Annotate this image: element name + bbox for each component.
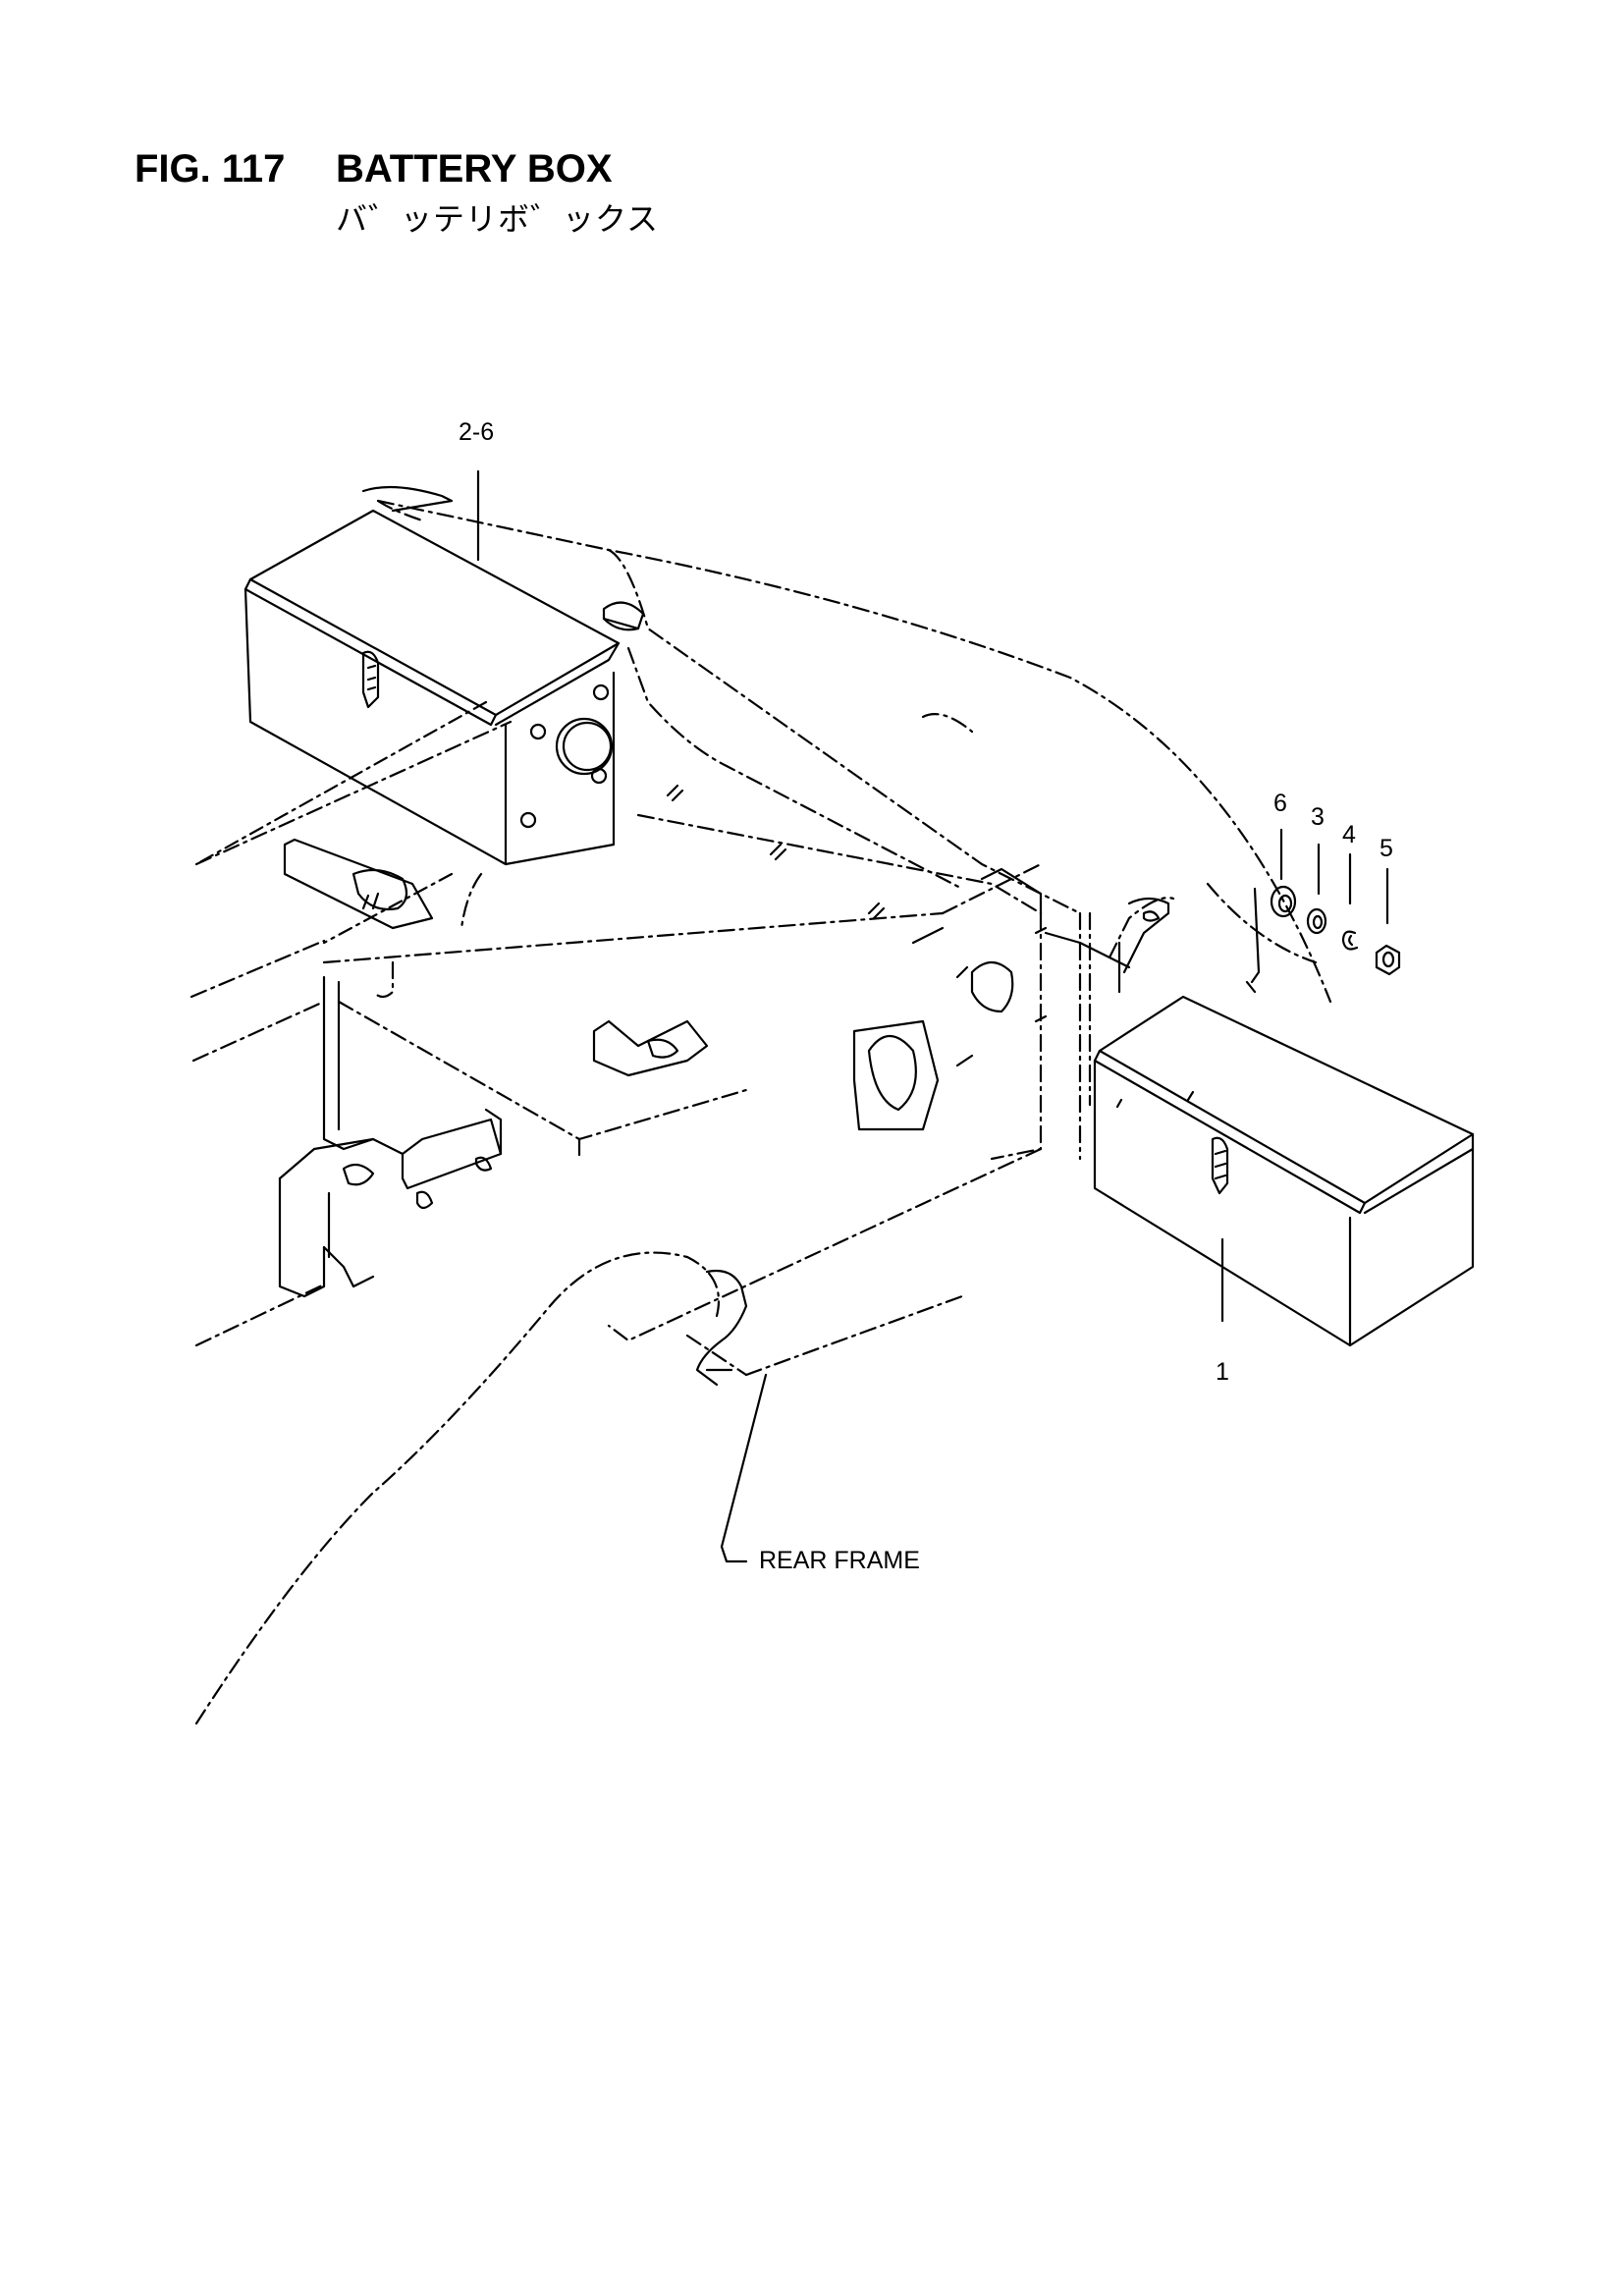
figure-subtitle: バ゛ッテリボ゛ックス	[336, 200, 660, 238]
battery-box-right	[1093, 995, 1475, 1347]
rear-frame-leader	[720, 1373, 768, 1563]
callout-item-3: 3	[1311, 803, 1325, 831]
battery-box-left	[243, 469, 621, 866]
callout-labels: 2-6 6 3 4 5 1 REAR FRAME	[459, 418, 1393, 1574]
callout-rear-frame: REAR FRAME	[759, 1547, 920, 1574]
figure-title: BATTERY BOX	[336, 147, 613, 191]
hardware-items	[1245, 828, 1401, 994]
frame-parts	[278, 485, 1170, 1387]
figure-number: FIG. 117	[135, 147, 286, 191]
callout-box-right: 1	[1216, 1358, 1229, 1386]
callout-box-left: 2-6	[459, 418, 494, 446]
callout-item-6: 6	[1273, 790, 1287, 817]
callout-item-4: 4	[1342, 821, 1356, 848]
rear-frame-outline	[189, 499, 1332, 1725]
leader-lines	[194, 700, 488, 945]
callout-item-5: 5	[1380, 835, 1393, 862]
